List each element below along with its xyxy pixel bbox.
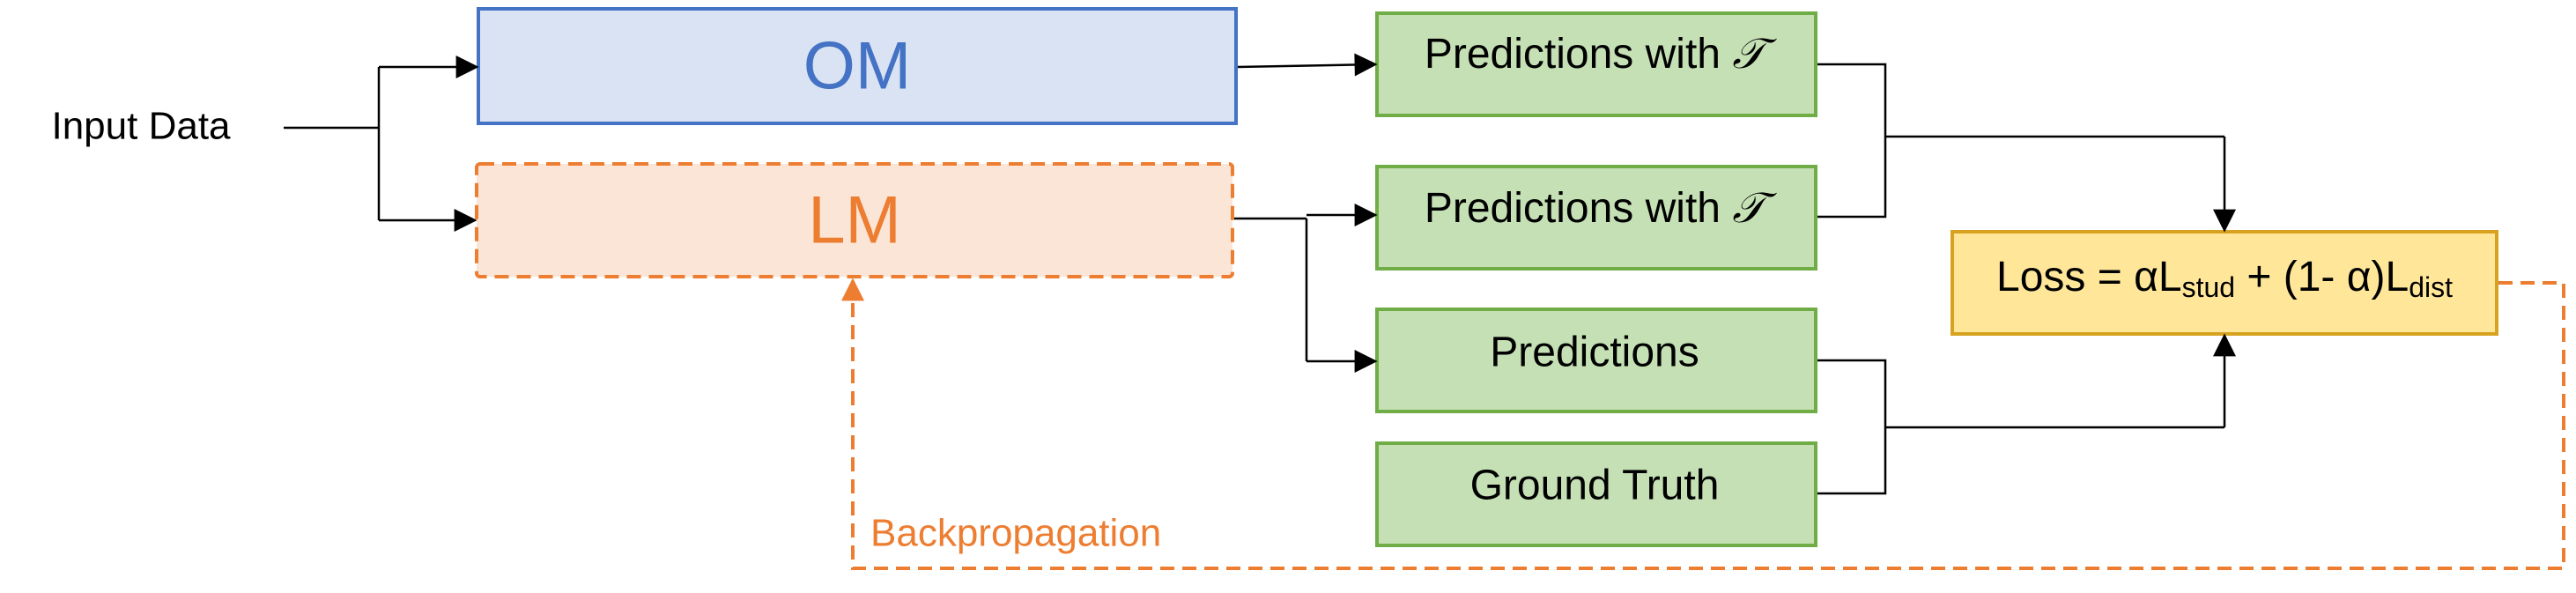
lm-predictions-label: Predictions with 𝒯: [1425, 183, 1777, 233]
lm-box: [475, 162, 1234, 278]
arrow-om-to-predictions: [1237, 53, 1378, 77]
om-box: [477, 7, 1238, 125]
lm-label: LM: [808, 183, 901, 258]
hard-targets-connector: [1817, 359, 2224, 495]
soft-targets-connector: [1817, 63, 2224, 219]
lm-predictions-box: [1375, 165, 1817, 271]
ground-truth-box: [1375, 441, 1817, 547]
predictions-box: [1375, 308, 1817, 413]
om-predictions-label: Predictions with 𝒯: [1425, 29, 1777, 78]
loss-box: [1951, 230, 2498, 336]
backpropagation-label: Backpropagation: [870, 512, 1161, 555]
ground-truth-label: Ground Truth: [1470, 463, 1720, 509]
om-label: OM: [803, 29, 911, 104]
loss-formula: Loss = αLstud + (1- α)Ldist: [1996, 254, 2453, 304]
input-data-label: Input Data: [51, 105, 231, 148]
lm-output-connector: [1234, 217, 1308, 361]
predictions-label: Predictions: [1490, 330, 1699, 376]
input-connector: [284, 67, 381, 220]
om-predictions-box: [1375, 11, 1817, 117]
